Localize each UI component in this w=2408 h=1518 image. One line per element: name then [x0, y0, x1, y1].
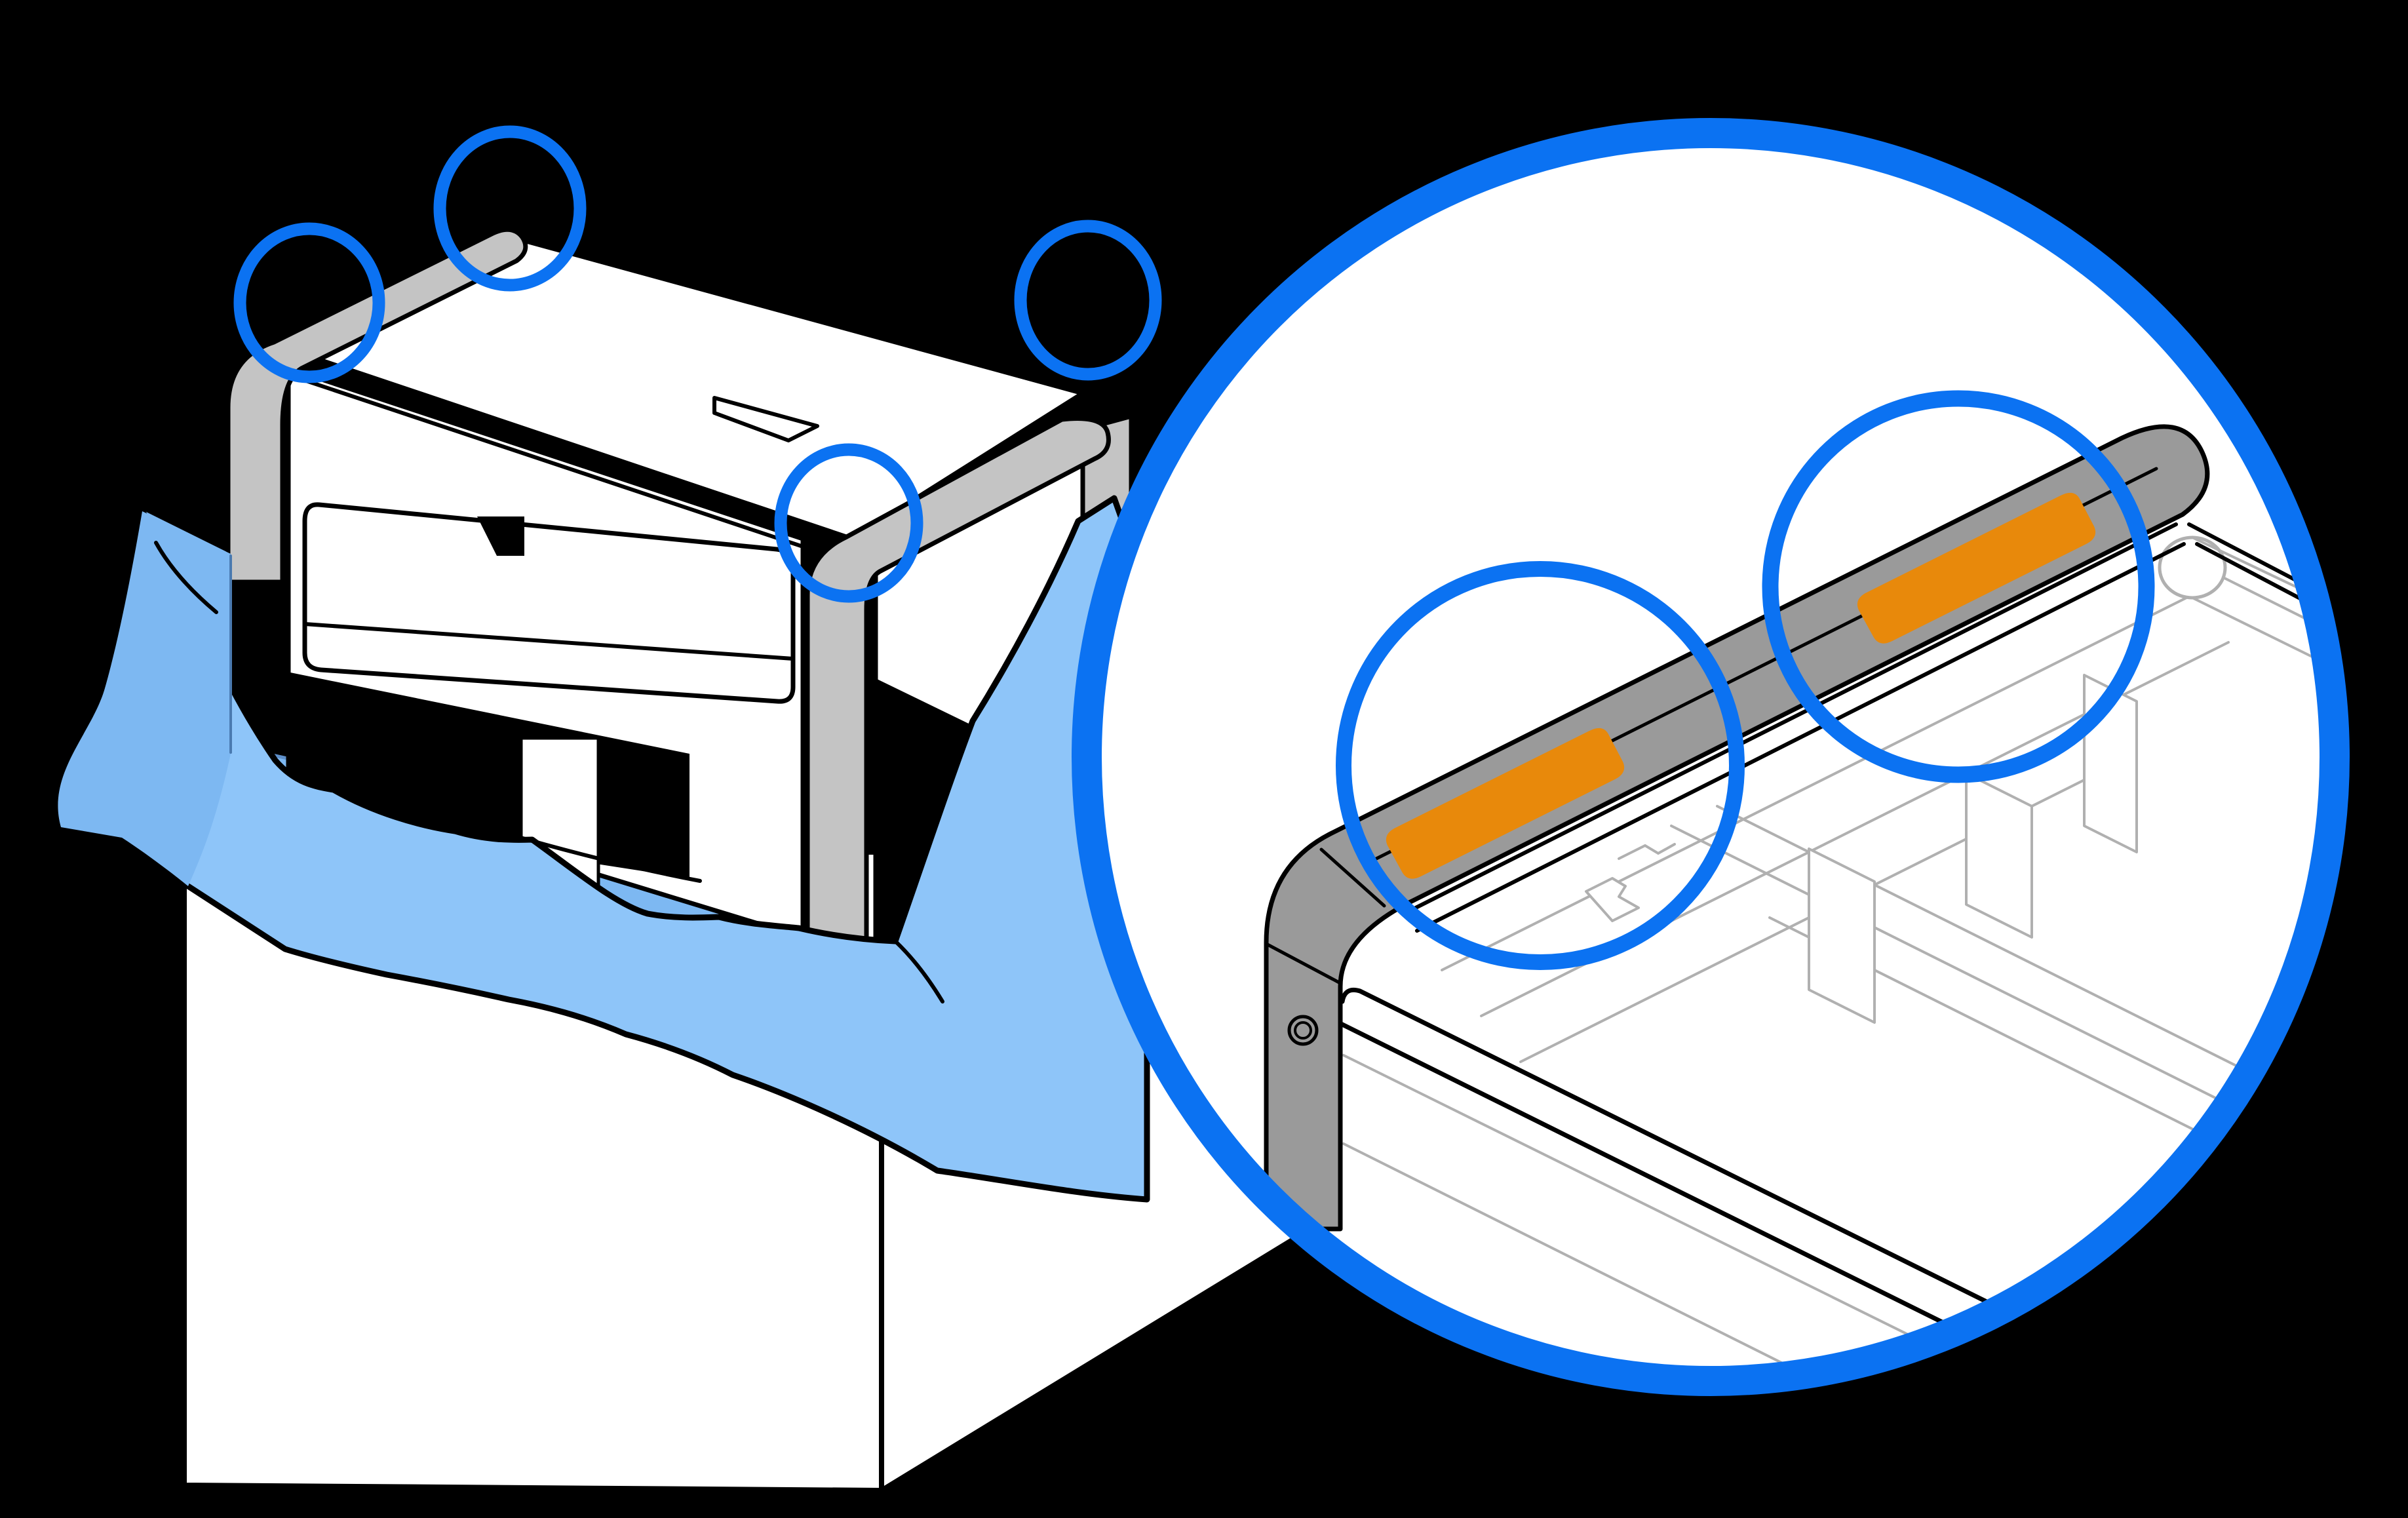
bag-front [54, 495, 1150, 1203]
magnifier-content [1264, 390, 2320, 1367]
grip-highlight-circle-4 [1014, 220, 1162, 381]
grip-highlight-circle-2 [433, 125, 587, 292]
bag-crease-right [893, 939, 944, 1003]
grip-highlight-circle-3 [774, 443, 923, 603]
panel-slot-opening [477, 516, 524, 556]
plastic-bag [54, 495, 1150, 1203]
screw-inner [1294, 1021, 1312, 1040]
roller [2158, 535, 2227, 600]
tape-highlight-circle-1 [1336, 561, 1745, 970]
bag-left-fold [58, 511, 231, 886]
packaging-scene [54, 125, 1353, 1493]
lid-grip-notch [712, 396, 819, 442]
protective-tape-2 [1857, 492, 2096, 644]
internal-mechanism-lineart [1342, 535, 2320, 1367]
grip-highlights [233, 125, 1162, 603]
mechanism-slabs [1585, 674, 2138, 1024]
bag-crease-left [154, 541, 218, 614]
bag-crease-front [303, 758, 702, 883]
tape-highlight-circle-2 [1762, 390, 2155, 783]
panel-seam [303, 622, 795, 661]
carry-handle-right [805, 416, 1111, 950]
magnifier-detail [1072, 118, 2350, 1396]
front-panel-bands [1338, 987, 2061, 1363]
grip-highlight-circle-1 [233, 222, 385, 383]
edge-bars [1407, 522, 2320, 933]
protective-tape-1 [1386, 728, 1625, 879]
screw-outer [1287, 1015, 1319, 1046]
post-screw-icon [1287, 1015, 1319, 1046]
magnifier-ring [1072, 118, 2350, 1396]
